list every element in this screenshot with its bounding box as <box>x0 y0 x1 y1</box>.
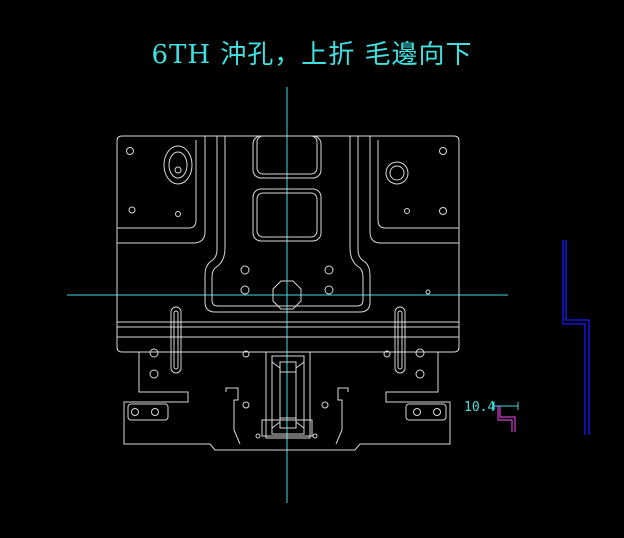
left-oval-inner <box>168 151 188 179</box>
right-pocket <box>377 140 459 229</box>
left-oval-hole <box>174 166 182 174</box>
lower-flange-outline <box>123 352 451 451</box>
center-channel-inner <box>211 136 364 307</box>
right-rib-slot <box>394 306 406 374</box>
right-boss-outer <box>385 161 409 185</box>
main-body-outline <box>116 135 460 353</box>
center-channel-outer <box>204 136 371 313</box>
octagon-hole <box>272 280 302 310</box>
left-pocket-inner <box>117 136 206 244</box>
right-boss-inner <box>389 165 405 181</box>
center-lower-block <box>261 419 313 437</box>
side-profile-line-outer <box>562 240 586 435</box>
dimension-marker <box>497 406 516 432</box>
dimension-extension <box>493 402 519 410</box>
left-rib-slot <box>170 306 182 374</box>
flange-step-left <box>225 387 241 445</box>
drawing-title: 6TH 沖孔，上折 毛邊向下 <box>151 40 473 70</box>
flange-step-right <box>335 387 349 445</box>
part-outline-group <box>116 135 460 451</box>
slot-middle-inner <box>256 192 318 238</box>
side-profile-line-inner <box>565 240 590 435</box>
left-pocket <box>117 140 197 229</box>
center-bracket-detail <box>271 361 305 429</box>
center-bracket-outer <box>265 351 311 439</box>
pierce-holes <box>126 147 447 439</box>
right-rib-slot-inner <box>397 310 403 370</box>
slot-top-inner <box>256 135 318 175</box>
center-bracket-inner <box>271 355 305 435</box>
slot-middle <box>252 188 322 242</box>
left-tab <box>127 403 169 421</box>
side-profile <box>562 240 590 435</box>
right-pocket-inner <box>369 136 459 244</box>
dimension-label: 10.4 <box>464 400 496 415</box>
left-rib-slot-inner <box>173 310 179 370</box>
left-oval-outer <box>163 145 193 185</box>
center-bracket-core <box>279 361 297 429</box>
right-tab <box>405 403 447 421</box>
